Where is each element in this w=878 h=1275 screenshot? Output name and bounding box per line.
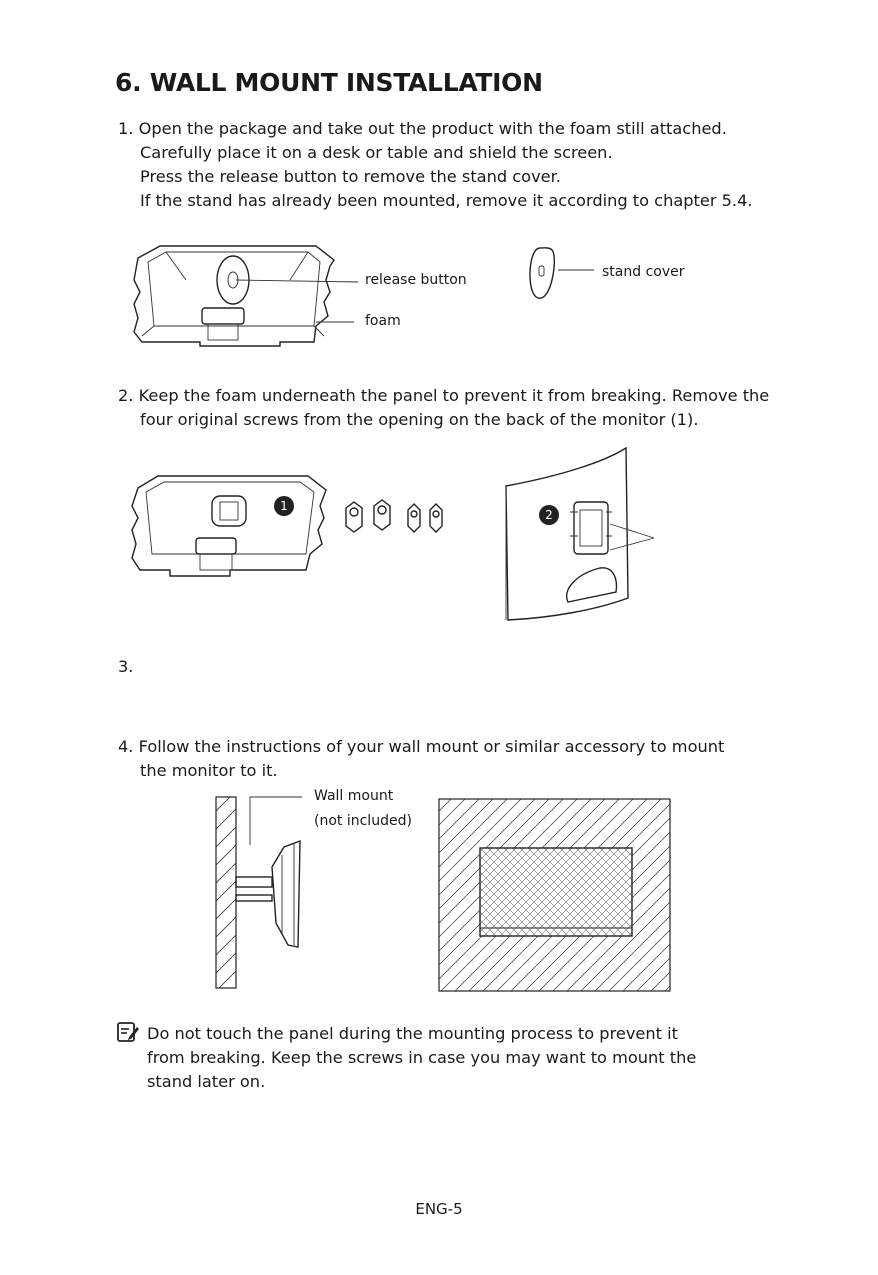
step-2-line: four original screws from the opening on… — [140, 410, 699, 429]
step-4-line: the monitor to it. — [140, 761, 278, 780]
release-button-label: release button — [365, 272, 467, 288]
step-number: 1. — [118, 119, 134, 138]
stand-cover-illustration — [529, 247, 594, 299]
note-edit-icon — [117, 1022, 139, 1042]
page-number: ENG-5 — [415, 1200, 463, 1218]
note-text: Do not touch the panel during the mounti… — [147, 1022, 696, 1094]
screws-illustration — [345, 499, 443, 533]
step-1-line: Carefully place it on a desk or table an… — [140, 143, 613, 162]
monitor-in-foam-illustration — [133, 245, 359, 347]
step-3-number: 3. — [118, 657, 134, 676]
step-1-text: 1. Open the package and take out the pro… — [118, 117, 753, 213]
note-line: Do not touch the panel during the mounti… — [147, 1024, 678, 1043]
monitor-back-illustration — [505, 446, 655, 621]
not-included-label: (not included) — [314, 813, 412, 829]
step-number: 4. — [118, 737, 134, 756]
step-1-line: Press the release button to remove the s… — [140, 167, 561, 186]
step-1-line: If the stand has already been mounted, r… — [140, 191, 753, 210]
note-line: stand later on. — [147, 1072, 266, 1091]
wall-mount-front-illustration — [438, 798, 671, 992]
step-2-text: 2. Keep the foam underneath the panel to… — [118, 384, 769, 432]
step-4-text: 4. Follow the instructions of your wall … — [118, 735, 724, 783]
callout-1-icon: 1 — [274, 496, 294, 516]
step-4-line: Follow the instructions of your wall mou… — [138, 737, 725, 756]
page-title: 6. WALL MOUNT INSTALLATION — [115, 68, 543, 97]
note-line: from breaking. Keep the screws in case y… — [147, 1048, 697, 1067]
wall-mount-label: Wall mount — [314, 788, 394, 804]
step-1-line: Open the package and take out the produc… — [138, 119, 727, 138]
wall-mount-side-illustration — [215, 796, 302, 989]
foam-label: foam — [365, 313, 401, 329]
step-2-line: Keep the foam underneath the panel to pr… — [138, 386, 770, 405]
stand-cover-label: stand cover — [602, 264, 685, 280]
step-number: 2. — [118, 386, 134, 405]
callout-2-icon: 2 — [539, 505, 559, 525]
screw-removal-illustration — [131, 475, 327, 577]
